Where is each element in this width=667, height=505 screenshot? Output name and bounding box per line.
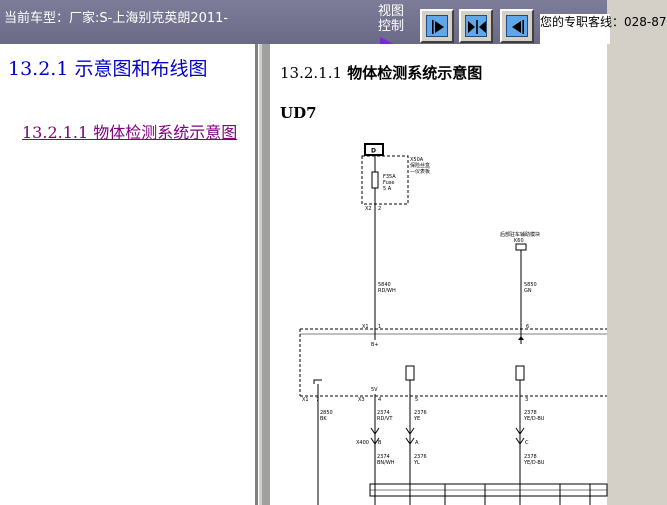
wire-2378-color: YE/D-BU	[523, 416, 545, 422]
connector-x3: X3	[358, 397, 365, 403]
connector-x1-pin-6: 6	[526, 324, 529, 330]
prev-page-icon	[506, 15, 528, 37]
wire-2374-id: 2374	[377, 410, 390, 416]
wire-2374b-id: 2374	[377, 454, 390, 460]
wire-2376-color: YE	[413, 416, 420, 422]
prev-page-button[interactable]	[500, 9, 534, 43]
wire-2850-id: 2850	[320, 410, 333, 416]
connector-x1: X1	[362, 324, 369, 330]
pin-c: C	[525, 440, 529, 446]
module-connector-icon	[515, 243, 527, 251]
next-page-button[interactable]	[420, 9, 454, 43]
connector-x2: X2	[365, 206, 372, 212]
sensor-icon-2	[515, 365, 525, 381]
support-hotline-text: 您的专职客线：028-87	[540, 14, 667, 44]
pin-a: A	[415, 440, 419, 446]
fuse-block-text-3: —仪表板	[410, 168, 430, 175]
pin-5: 5	[415, 397, 418, 403]
connector-x2-pin: 2	[378, 206, 381, 212]
pin-4: 4	[378, 397, 381, 403]
wire-2376b-color: YL	[413, 460, 420, 466]
connector-x400: X400	[356, 440, 369, 446]
connector-x1-pin-1: 1	[378, 324, 381, 330]
toc-link-object-detection-schematic[interactable]: 13.2.1.1 物体检测系统示意图	[8, 122, 248, 143]
pin-3: 3	[525, 397, 528, 403]
wire-5850-id: 5850	[524, 282, 537, 288]
wiring-schematic: D X50A 保险丝盒 —仪表板 F35A Fuse 5 A X2 2 5840…	[299, 143, 608, 505]
connector-chevron-icon	[370, 427, 380, 435]
fuse-block-text-2: 保险丝盒	[410, 162, 430, 169]
wire-2374b-color: BN/WH	[377, 460, 395, 466]
next-page-icon	[426, 15, 448, 37]
pin-b: B	[378, 440, 382, 446]
fuse-block-text-1: X50A	[410, 157, 424, 163]
fivev-label: 5V	[371, 387, 378, 393]
document-pane[interactable]: 13.2.1.1 物体检测系统示意图 UD7 D X50A 保险丝盒 —仪表板 …	[270, 44, 608, 505]
fuse-block-boundary	[361, 155, 409, 205]
sensor-icon-1	[405, 365, 415, 381]
fuse-type: Fuse	[383, 180, 394, 186]
module-code: K60	[514, 238, 524, 244]
ground-icon	[313, 379, 322, 384]
fuse-icon	[371, 171, 379, 189]
fuse-box-label: D	[371, 148, 376, 155]
wire-5840-id: 5840	[378, 282, 391, 288]
current-car-model-label: 当前车型：厂家:S-上海别克英朗2011-	[4, 11, 229, 26]
toc-section-title: 13.2.1 示意图和布线图	[8, 58, 208, 80]
wire-2376-id: 2376	[414, 410, 427, 416]
fuse-box-label-frame	[364, 143, 384, 156]
document-code: UD7	[280, 104, 317, 122]
toc-pane[interactable]: 13.2.1 示意图和布线图 13.2.1.1 物体检测系统示意图	[0, 44, 258, 505]
view-control-indicator-icon	[380, 37, 394, 44]
heading-section-number: 13.2.1.1	[280, 64, 343, 82]
connector-x1-b: X1	[302, 397, 309, 403]
pane-splitter-handle[interactable]	[262, 44, 270, 505]
wire-2378b-color: YE/D-BU	[523, 460, 545, 466]
signal-arrow-icon	[518, 336, 524, 340]
wire-2378b-id: 2378	[524, 454, 537, 460]
bplus-label: B+	[371, 342, 379, 348]
heading-title: 物体检测系统示意图	[347, 64, 483, 82]
wire-2850-color: BK	[320, 416, 327, 422]
module-ref: 后部驻车辅助模块	[500, 231, 540, 238]
wire-2376b-id: 2376	[414, 454, 427, 460]
wire-5840-color: RD/WH	[378, 288, 396, 294]
wire-2378-id: 2378	[524, 410, 537, 416]
top-toolbar: 当前车型：厂家:S-上海别克英朗2011- 视图控制 您的专职客线：028-8	[0, 0, 667, 44]
view-control-label: 视图控制	[378, 4, 405, 34]
toc-link-text: 13.2.1.1 物体检测系统示意图	[22, 123, 238, 142]
wire-2374-color: RD/VT	[377, 416, 393, 422]
document-heading: 13.2.1.1 物体检测系统示意图	[280, 62, 482, 83]
wire-5850-color: GN	[524, 288, 532, 294]
fuse-rating: 5 A	[383, 186, 392, 192]
fit-page-button[interactable]	[459, 9, 493, 43]
fit-page-icon	[465, 15, 487, 37]
fuse-name: F35A	[383, 174, 396, 180]
